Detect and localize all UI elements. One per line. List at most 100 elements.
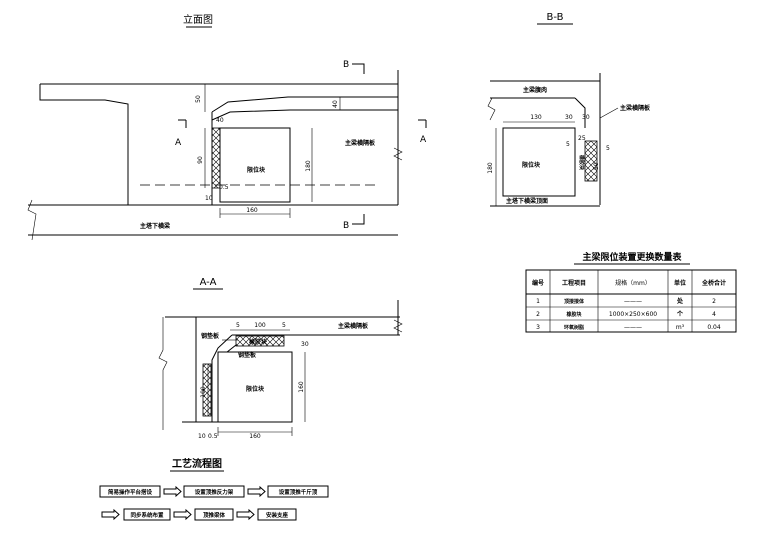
svg-text:0.5: 0.5 bbox=[219, 184, 229, 191]
svg-text:2: 2 bbox=[536, 311, 540, 318]
elevation-section-a-right: A bbox=[420, 135, 427, 145]
flow-step-2 bbox=[183, 485, 245, 498]
aa-tower-face bbox=[182, 317, 197, 423]
svg-text:0.5: 0.5 bbox=[208, 433, 218, 440]
quantity-table: 主梁限位装置更换数量表 编号 工程项目 规格（mm） 单位 全桥合计 1 顶接接… bbox=[525, 251, 737, 333]
svg-text:环氧树脂: 环氧树脂 bbox=[564, 324, 584, 331]
svg-text:90: 90 bbox=[197, 156, 204, 164]
svg-text:10: 10 bbox=[205, 195, 213, 202]
section-aa-view: A-A 橡胶块 主梁横隔板 钢垫板 钢垫板 限位块 5 100 5 30 100… bbox=[158, 277, 403, 440]
svg-text:180: 180 bbox=[487, 162, 494, 174]
table-row: 3 环氧树脂 ——— m³ 0.04 bbox=[536, 324, 721, 331]
svg-text:3: 3 bbox=[536, 324, 540, 331]
table-header-spec: 规格（mm） bbox=[615, 279, 651, 287]
elevation-rubber-pad bbox=[211, 127, 221, 189]
table-header-item: 工程项目 bbox=[562, 279, 586, 287]
elevation-limit-block bbox=[219, 127, 291, 203]
elevation-label-lower-beam: 主塔下横梁 bbox=[140, 222, 170, 230]
aa-rubber-pad-side bbox=[202, 363, 212, 417]
bb-rubber-pad bbox=[584, 140, 598, 182]
elevation-girder-top bbox=[40, 70, 399, 85]
svg-text:设置顶推反力架: 设置顶推反力架 bbox=[195, 488, 234, 496]
flow-title: 工艺流程图 bbox=[172, 457, 222, 470]
table-header-total: 全桥合计 bbox=[701, 279, 726, 287]
svg-text:160: 160 bbox=[298, 381, 305, 393]
svg-text:———: ——— bbox=[624, 298, 642, 305]
aa-label-crossbeam: 主梁横隔板 bbox=[338, 322, 369, 330]
bb-label-rubber: 橡胶块 bbox=[578, 155, 585, 171]
svg-text:100: 100 bbox=[200, 386, 207, 398]
svg-text:10: 10 bbox=[198, 433, 206, 440]
svg-text:处: 处 bbox=[676, 297, 684, 305]
table-row: 1 顶接接体 ——— 处 2 bbox=[536, 297, 716, 305]
aa-label-rubber: 橡胶块 bbox=[249, 338, 268, 346]
svg-text:1000×250×600: 1000×250×600 bbox=[609, 311, 657, 318]
svg-text:顶接接体: 顶接接体 bbox=[564, 298, 585, 305]
bb-label-crossbeam: 主梁横隔板 bbox=[620, 104, 651, 112]
elevation-label-crossbeam: 主梁横隔板 bbox=[345, 139, 376, 147]
svg-text:25: 25 bbox=[578, 135, 586, 142]
bb-label-web: 主梁腹肉 bbox=[523, 86, 547, 94]
table-title: 主梁限位装置更换数量表 bbox=[582, 251, 682, 263]
flow-arrow-icon bbox=[236, 508, 255, 521]
elevation-tower-face bbox=[39, 84, 129, 205]
svg-text:个: 个 bbox=[676, 310, 684, 318]
svg-text:———: ——— bbox=[624, 324, 642, 331]
svg-text:1: 1 bbox=[536, 298, 540, 305]
elevation-label-block: 限位块 bbox=[247, 166, 266, 174]
svg-text:130: 130 bbox=[530, 114, 542, 121]
bb-dimensions: 130 30 30 25 5 50 5 180 bbox=[487, 114, 610, 206]
aa-label-steel2: 钢垫板 bbox=[238, 351, 257, 359]
flow-arrow-icon bbox=[247, 485, 266, 498]
flow-arrow-icon bbox=[163, 485, 182, 498]
svg-text:160: 160 bbox=[249, 433, 261, 440]
svg-text:40: 40 bbox=[216, 117, 224, 124]
svg-text:30: 30 bbox=[582, 114, 590, 121]
flow-step-3 bbox=[267, 485, 329, 498]
svg-text:橡胶块: 橡胶块 bbox=[566, 311, 582, 318]
flow-step-6 bbox=[257, 508, 297, 521]
svg-text:2: 2 bbox=[712, 298, 716, 305]
elevation-crossbeam-bottom bbox=[211, 109, 398, 121]
table-frame bbox=[525, 269, 737, 333]
flow-arrow-icon bbox=[173, 508, 192, 521]
elevation-dimensions: 50 40 40 90 180 160 0.5 10 bbox=[195, 84, 341, 218]
aa-dimensions: 5 100 5 30 100 160 160 10 0.5 bbox=[198, 322, 309, 440]
svg-text:50: 50 bbox=[593, 162, 600, 170]
svg-text:40: 40 bbox=[332, 100, 339, 108]
aa-corner bbox=[211, 334, 233, 422]
svg-text:5: 5 bbox=[566, 141, 570, 148]
section-bb-view: B-B 主梁腹肉 主梁横隔板 限位块 主塔下横梁顶面 橡胶块 130 30 30… bbox=[487, 12, 651, 207]
svg-text:100: 100 bbox=[254, 322, 266, 329]
bb-label-block: 限位块 bbox=[522, 161, 541, 169]
svg-text:5: 5 bbox=[282, 322, 286, 329]
aa-label-block: 限位块 bbox=[246, 385, 265, 393]
svg-text:同步系统布置: 同步系统布置 bbox=[130, 511, 164, 519]
svg-text:30: 30 bbox=[301, 341, 309, 348]
svg-text:0.04: 0.04 bbox=[707, 324, 721, 331]
bb-label-top: 主塔下横梁顶面 bbox=[506, 197, 548, 205]
elevation-section-b-top: B bbox=[343, 60, 349, 70]
elevation-title: 立面图 bbox=[183, 13, 213, 26]
aa-limit-block bbox=[217, 351, 293, 423]
flow-arrow-icon bbox=[101, 508, 120, 521]
svg-text:顶推梁体: 顶推梁体 bbox=[203, 511, 226, 519]
table-header-no: 编号 bbox=[532, 279, 544, 287]
svg-text:5: 5 bbox=[236, 322, 240, 329]
bb-limit-block bbox=[502, 127, 576, 197]
elevation-section-a-left: A bbox=[175, 138, 182, 148]
svg-text:5: 5 bbox=[606, 145, 610, 152]
flow-step-4 bbox=[123, 508, 171, 521]
svg-text:设置顶推千斤顶: 设置顶推千斤顶 bbox=[279, 488, 318, 496]
svg-text:160: 160 bbox=[246, 207, 258, 214]
elevation-section-b-bottom: B bbox=[343, 221, 349, 231]
elevation-crossbeam-bottom-upper bbox=[211, 96, 398, 113]
flow-step-1 bbox=[99, 485, 161, 498]
svg-text:30: 30 bbox=[565, 114, 573, 121]
aa-label-steel1: 钢垫板 bbox=[201, 332, 220, 340]
table-header-unit: 单位 bbox=[674, 279, 686, 287]
aa-rubber-pad-top bbox=[235, 335, 285, 347]
svg-text:m³: m³ bbox=[676, 324, 685, 331]
table-row: 2 橡胶块 1000×250×600 个 4 bbox=[536, 310, 716, 318]
